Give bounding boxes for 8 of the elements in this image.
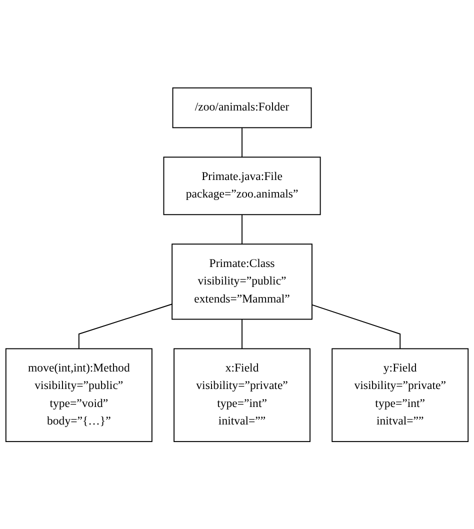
node-box: x:Field visibility=”private” type=”int” initval=””: [174, 348, 310, 442]
node-box: y:Field visibility=”private” type=”int” initval=””: [332, 348, 469, 442]
node-box: move(int,int):Method visibility=”public” type=”void” body=”{…}”: [5, 348, 152, 442]
node-box: Primate.java:File package=”zoo.animals”: [163, 156, 321, 215]
connector: [78, 303, 173, 349]
node-box: Primate:Class visibility=”public” extends=”Mammal”: [172, 243, 312, 320]
node-box: /zoo/animals:Folder: [172, 87, 312, 128]
connector: [312, 304, 401, 349]
